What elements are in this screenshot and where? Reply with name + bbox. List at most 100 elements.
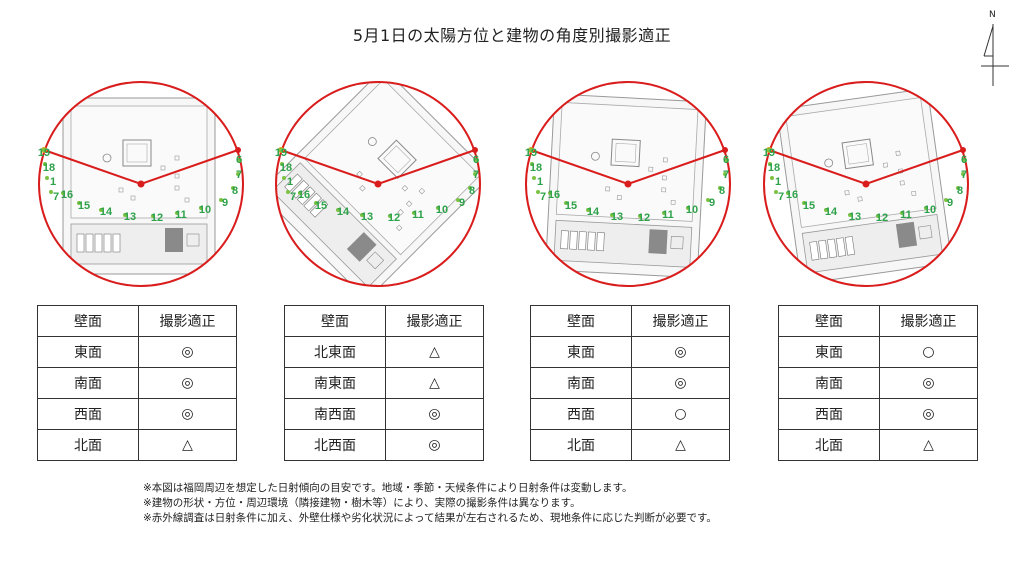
hour-dot xyxy=(436,206,440,210)
hour-dot xyxy=(475,158,479,162)
hour-dot xyxy=(279,148,283,152)
north-arrow: N xyxy=(978,10,1012,90)
wall-name: 南西面 xyxy=(284,398,386,430)
rating-table-3: 壁面撮影適正 東面◎ 南面◎ 西面○ 北面△ xyxy=(530,305,730,461)
hour-dot xyxy=(963,158,967,162)
wall-name: 北面 xyxy=(37,429,139,461)
hour-dot xyxy=(767,148,771,152)
hour-label: 13 xyxy=(361,211,373,223)
hour-label: 9 xyxy=(222,197,228,209)
wall-name: 南面 xyxy=(37,367,139,399)
hour-label: 10 xyxy=(436,204,448,216)
wall-name: 西面 xyxy=(530,398,632,430)
header-wall: 壁面 xyxy=(37,305,139,337)
hour-label: 13 xyxy=(611,211,623,223)
hour-dot xyxy=(473,172,477,176)
rating-symbol: △ xyxy=(385,336,484,368)
hour-dot xyxy=(530,162,534,166)
hour-label: 6 xyxy=(723,154,729,166)
hour-label: 12 xyxy=(876,212,888,224)
wall-name: 東面 xyxy=(37,336,139,368)
hour-label: 11 xyxy=(662,209,674,221)
hour-dot xyxy=(61,191,65,195)
hour-label: 7 xyxy=(961,169,967,181)
hour-dot xyxy=(956,186,960,190)
wall-name: 西面 xyxy=(778,398,880,430)
header-rating: 撮影適正 xyxy=(385,305,484,337)
rating-symbol: ◎ xyxy=(138,336,237,368)
hour-label: 14 xyxy=(825,206,838,218)
hour-dot xyxy=(236,172,240,176)
sun-path-circle xyxy=(38,81,244,287)
hour-label: 8 xyxy=(232,185,238,197)
hour-dot xyxy=(536,190,540,194)
observer-point xyxy=(862,180,870,188)
rating-symbol: ◎ xyxy=(138,398,237,430)
hour-dot xyxy=(900,211,904,215)
wall-name: 東面 xyxy=(778,336,880,368)
hour-label: 18 xyxy=(280,162,292,174)
hour-label: 14 xyxy=(337,206,350,218)
hour-label: 8 xyxy=(469,185,475,197)
hour-dot xyxy=(49,190,53,194)
hour-dot xyxy=(770,176,774,180)
hour-dot xyxy=(848,213,852,217)
sunrise-point xyxy=(722,147,728,153)
hour-dot xyxy=(786,191,790,195)
observer-point xyxy=(624,180,632,188)
hour-dot xyxy=(280,162,284,166)
hour-label: 11 xyxy=(412,209,424,221)
rating-symbol: ◎ xyxy=(879,367,978,399)
hour-label: 13 xyxy=(124,211,136,223)
hour-dot xyxy=(774,190,778,194)
hour-dot xyxy=(43,162,47,166)
hour-label: 19 xyxy=(38,147,50,159)
hour-dot xyxy=(924,206,928,210)
hour-label: 9 xyxy=(709,197,715,209)
hour-label: 6 xyxy=(236,154,242,166)
hour-dot xyxy=(286,190,290,194)
north-arrow-icon xyxy=(981,24,1009,86)
hour-dot xyxy=(336,208,340,212)
hour-label: 7 xyxy=(540,191,546,203)
rating-symbol: △ xyxy=(138,429,237,461)
header-rating: 撮影適正 xyxy=(879,305,978,337)
hour-label: 9 xyxy=(459,197,465,209)
hour-label: 12 xyxy=(638,212,650,224)
sunrise-point xyxy=(960,147,966,153)
hour-dot xyxy=(802,201,806,205)
hour-label: 1 xyxy=(50,176,56,188)
north-label: N xyxy=(989,10,996,20)
hour-label: 19 xyxy=(525,147,537,159)
hour-dot xyxy=(77,201,81,205)
hour-dot xyxy=(610,213,614,217)
hour-label: 18 xyxy=(530,162,542,174)
hour-dot xyxy=(586,208,590,212)
hour-dot xyxy=(388,214,392,218)
hour-label: 12 xyxy=(388,212,400,224)
hour-label: 11 xyxy=(900,209,912,221)
hour-dot xyxy=(638,214,642,218)
hour-label: 7 xyxy=(290,191,296,203)
hour-dot xyxy=(360,213,364,217)
hour-label: 11 xyxy=(175,209,187,221)
wall-name: 南面 xyxy=(778,367,880,399)
rating-symbol: ○ xyxy=(879,336,978,368)
hour-label: 15 xyxy=(78,200,90,212)
hour-dot xyxy=(876,214,880,218)
rating-symbol: ◎ xyxy=(385,398,484,430)
hour-label: 10 xyxy=(924,204,936,216)
wall-name: 北面 xyxy=(530,429,632,461)
hour-label: 15 xyxy=(315,200,327,212)
observer-point xyxy=(137,180,145,188)
hour-label: 16 xyxy=(786,189,798,201)
wall-name: 北西面 xyxy=(284,429,386,461)
hour-label: 15 xyxy=(803,200,815,212)
wall-name: 北面 xyxy=(778,429,880,461)
hour-dot xyxy=(412,211,416,215)
hour-label: 18 xyxy=(768,162,780,174)
hour-dot xyxy=(219,198,223,202)
hour-label: 8 xyxy=(719,185,725,197)
